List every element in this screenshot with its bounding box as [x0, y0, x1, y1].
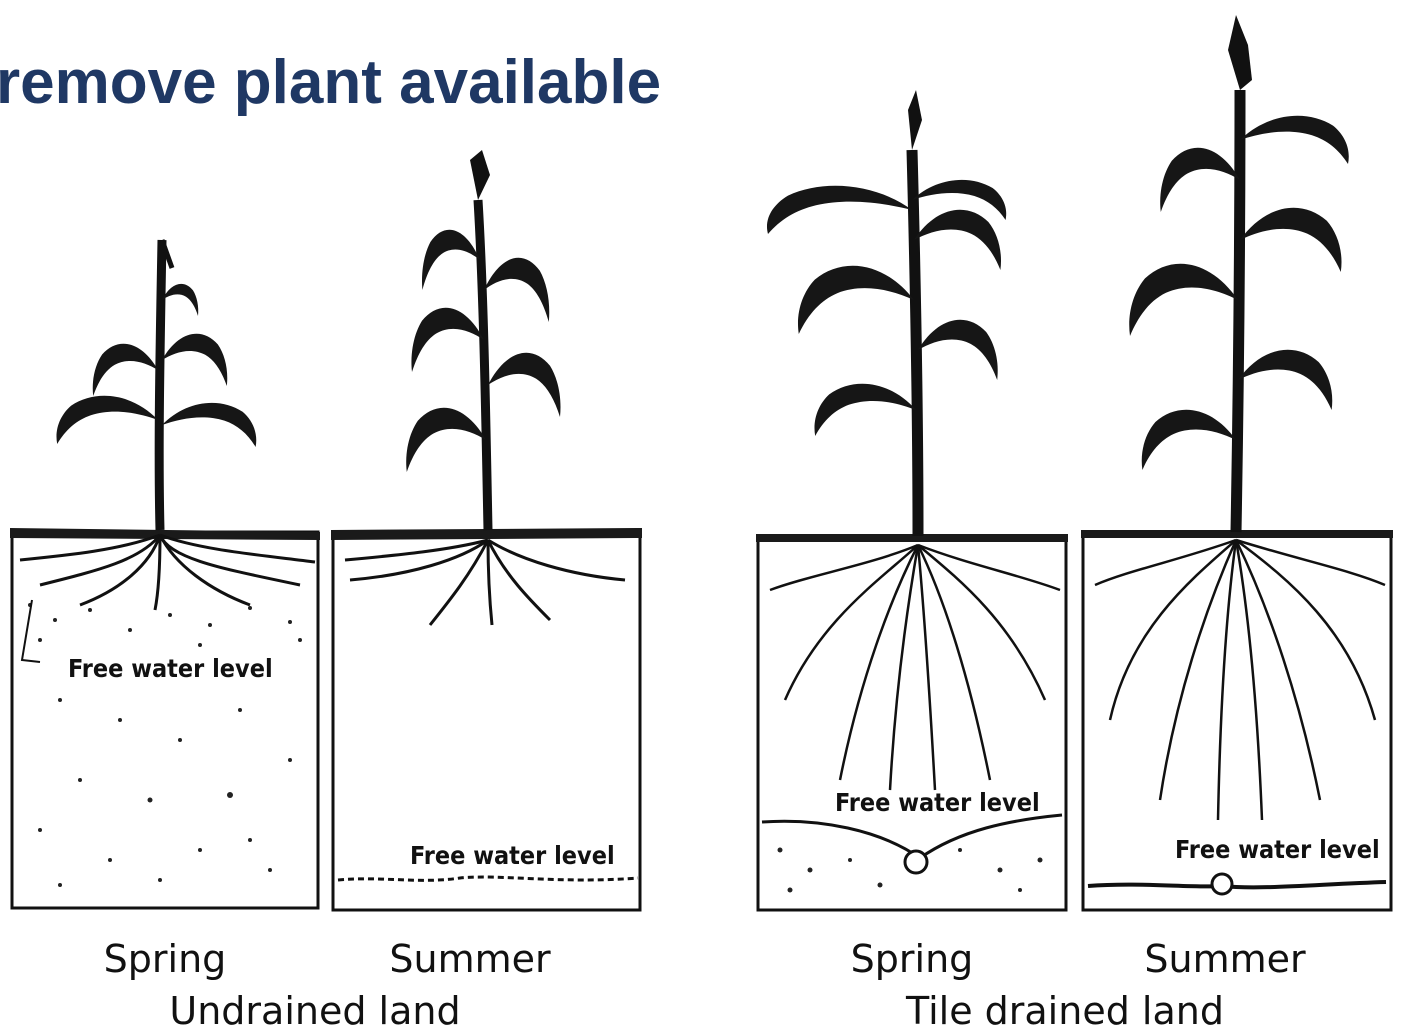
panel-undrained-summer: Free water level Summer: [331, 150, 642, 981]
water-level-pointer: [22, 600, 40, 662]
season-label-spring: Spring: [851, 937, 974, 981]
soil-surface: [756, 534, 1068, 542]
season-label-summer: Summer: [1144, 937, 1306, 981]
free-water-level-label: Free water level: [835, 788, 1040, 817]
free-water-level-label: Free water level: [1175, 835, 1380, 864]
panel-tiledrained-spring: Free water level Spring: [756, 90, 1068, 981]
group-caption-undrained: Undrained land: [169, 989, 460, 1031]
panel-undrained-spring: Free water level Spring: [10, 240, 320, 981]
free-water-level-label: Free water level: [410, 841, 615, 870]
season-label-spring: Spring: [104, 937, 227, 981]
drain-tile: [1212, 874, 1232, 894]
water-table-line: [338, 877, 638, 880]
water-dots: [28, 603, 302, 887]
free-water-level-label: Free water level: [68, 654, 273, 683]
roots: [345, 540, 625, 625]
soil-box: [12, 532, 318, 908]
tassel: [908, 90, 922, 150]
tassel: [1228, 15, 1252, 90]
roots: [770, 545, 1060, 790]
corn-plant: [56, 240, 256, 530]
group-caption-tile-drained: Tile drained land: [905, 989, 1224, 1031]
corn-plant: [1129, 15, 1349, 532]
roots: [20, 535, 315, 610]
corn-plant: [406, 150, 560, 530]
corn-plant: [767, 90, 1006, 536]
season-label-summer: Summer: [389, 937, 551, 981]
water-table-line: [1088, 882, 1386, 887]
roots: [1095, 540, 1385, 820]
drain-tile: [905, 851, 927, 873]
panel-tiledrained-summer: Free water level Summer: [1081, 15, 1393, 981]
tassel: [470, 150, 490, 200]
